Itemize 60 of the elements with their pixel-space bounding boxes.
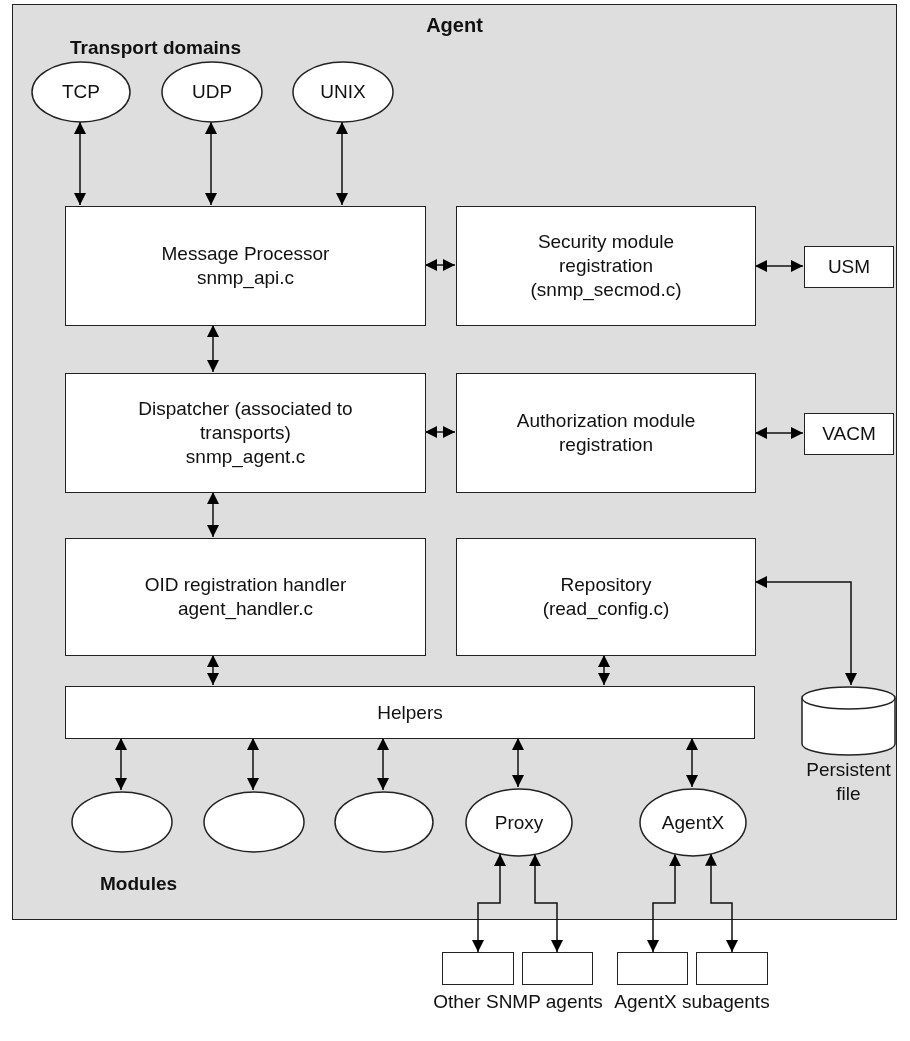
- group-heading: Modules: [100, 872, 179, 896]
- group-heading: Transport domains: [70, 36, 243, 60]
- node-label: TCP: [62, 80, 100, 104]
- node-label: Proxy: [494, 810, 544, 835]
- node-label: Helpers: [377, 700, 443, 725]
- connector-arrow: [207, 491, 219, 538]
- process-box: [65, 206, 426, 326]
- node-label: AgentX: [661, 810, 725, 835]
- node-label: VACM: [822, 422, 876, 446]
- connector-arrow: [115, 737, 127, 791]
- connector-arrow: [205, 121, 217, 206]
- connector-arrow: [74, 121, 86, 206]
- connector-arrow: [705, 853, 738, 953]
- process-box: [804, 413, 894, 455]
- node-label: (read_config.c): [542, 597, 670, 621]
- node-label: snmp_api.c: [196, 266, 295, 290]
- node-label: UDP: [191, 80, 233, 104]
- node-label: Dispatcher (associated to transports): [137, 397, 354, 445]
- connector-arrow: [529, 853, 563, 953]
- connector-arrow: [247, 737, 259, 791]
- connector-arrow: [598, 654, 610, 686]
- agent-panel: [12, 4, 897, 920]
- connector-arrow: [754, 576, 857, 686]
- connector-arrow: [336, 121, 348, 206]
- process-box: [65, 686, 755, 739]
- node-label: UNIX: [320, 80, 366, 104]
- node-label: Repository: [560, 573, 652, 597]
- node-label: snmp_agent.c: [185, 444, 306, 469]
- node-label: Message Processor: [161, 242, 330, 266]
- process-box: [65, 538, 426, 656]
- node-label: Persistent file: [805, 758, 892, 806]
- process-box: [456, 538, 756, 656]
- process-box: [65, 373, 426, 493]
- connector-arrow: [207, 654, 219, 686]
- connector-arrow: [472, 853, 506, 953]
- process-box: [456, 206, 756, 326]
- node-label: Security module registration: [536, 230, 676, 278]
- connector-arrow: [647, 853, 681, 953]
- node-label: Authorization module registration: [515, 409, 697, 457]
- node-label: USM: [827, 255, 871, 279]
- connector-arrow: [424, 259, 456, 271]
- connector-arrow: [207, 324, 219, 373]
- group-caption: AgentX subagents: [613, 990, 771, 1014]
- connector-arrow: [754, 427, 804, 439]
- connector-arrow: [754, 260, 804, 272]
- node-label: (snmp_secmod.c): [530, 277, 682, 302]
- group-caption: Other SNMP agents: [432, 990, 604, 1014]
- node-label: agent_handler.c: [177, 597, 314, 621]
- connector-arrow: [377, 737, 389, 791]
- connector-arrow: [424, 426, 456, 438]
- empty-box: [696, 952, 768, 985]
- empty-box: [617, 952, 688, 985]
- connector-arrow: [686, 737, 698, 788]
- connector-arrow: [512, 737, 524, 788]
- panel-title: Agent: [426, 13, 483, 38]
- node-label: OID registration handler: [144, 573, 347, 597]
- process-box: [804, 246, 894, 288]
- process-box: [456, 373, 756, 493]
- empty-box: [442, 952, 514, 985]
- empty-box: [522, 952, 593, 985]
